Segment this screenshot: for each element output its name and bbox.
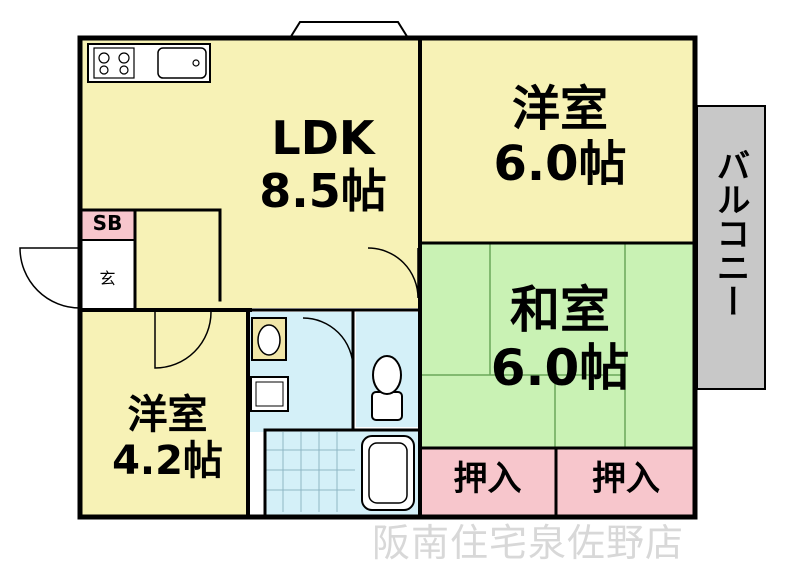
washing-machine-icon [250,376,289,412]
bathtub-icon [361,435,415,511]
balcony-area [696,105,766,390]
entrance-label: 玄 [99,269,116,288]
toilet-icon [371,355,403,421]
japanese-room-size: 6.0帖 [490,338,630,397]
japanese-room-label: 和室 6.0帖 [455,281,665,397]
western-room-b-size: 4.2帖 [112,438,223,484]
tatami-lines [420,243,626,448]
western-room-a-label: 洋室 6.0帖 [460,81,660,193]
closet-a-area [420,448,555,516]
shoebox-area [80,210,135,240]
ldk-label: LDK 8.5帖 [228,112,418,218]
kitchen-counter [87,43,211,83]
walls [77,35,698,520]
washbasin-icon [251,317,287,361]
western-room-b-label: 洋室 4.2帖 [90,392,245,484]
western-room-a-size: 6.0帖 [493,136,627,193]
japanese-room-area [420,243,695,448]
closet-a-label: 押入 [453,459,522,499]
sink-icon [157,47,207,79]
western-room-a-name: 洋室 [511,81,608,137]
western-room-a-area [420,38,695,243]
ldk-name: LDK [271,111,375,165]
western-room-b-area [80,312,248,517]
bath-tile-grid [265,432,355,512]
shoebox-label: SB [92,211,123,235]
balcony-label: バルコニー [710,148,750,318]
ldk-size: 8.5帖 [259,163,387,218]
bay-window [289,21,409,39]
entrance-area [80,240,135,308]
japanese-room-name: 和室 [510,281,610,339]
western-room-b-name: 洋室 [127,392,208,438]
stove-icon [93,47,135,79]
closet-b-label: 押入 [592,459,660,499]
watermark-text: 阪南住宅泉佐野店 [372,521,685,565]
closet-b-area [557,448,695,516]
